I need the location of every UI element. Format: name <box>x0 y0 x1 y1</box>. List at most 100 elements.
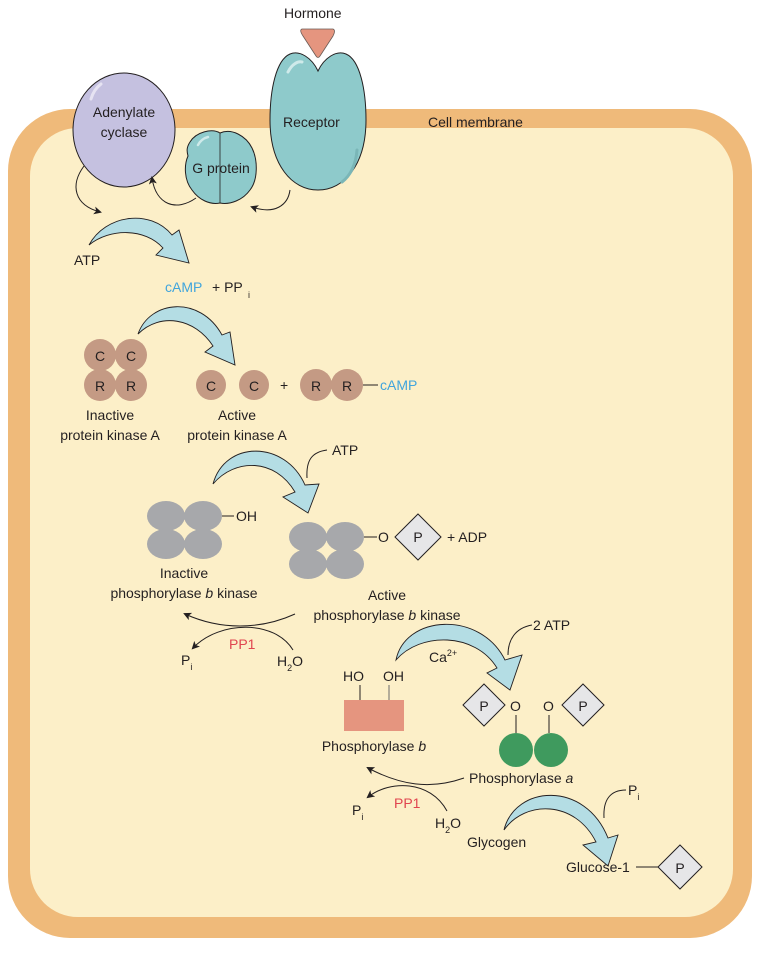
phosphorylase-a-subunit <box>534 733 568 767</box>
kinase-subunit <box>147 501 185 531</box>
kinase-subunit <box>326 549 364 579</box>
calcium-label: Ca2+ <box>429 648 457 665</box>
pka-catalytic-subunit <box>239 370 269 400</box>
r-label: R <box>311 378 321 394</box>
glucose-label: Glucose-1 <box>566 859 630 875</box>
c-label: C <box>126 348 136 364</box>
ppi-subscript: i <box>248 290 250 300</box>
kinase-subunit <box>289 549 327 579</box>
water-label-b: H2O <box>435 815 461 835</box>
kinase-inactivation-arrow <box>183 612 296 627</box>
phosphate-icon <box>561 683 605 727</box>
phosphorylase-inactivation-arrow <box>366 767 465 786</box>
active-kinase-label-line2: phosphorylase b kinase <box>313 607 460 623</box>
kinase-subunit <box>289 522 327 552</box>
water-label-a: H2O <box>277 653 303 673</box>
inactive-pka: C C R R <box>84 339 147 401</box>
pka-activation-arrow <box>137 306 236 366</box>
pka-catalytic-subunit <box>115 339 147 371</box>
pp1-water-arrow-b <box>366 785 448 812</box>
pp1-label-b: PP1 <box>394 795 421 811</box>
pp1-water-arrow-a <box>191 626 294 651</box>
inactive-kinase-label-line2: phosphorylase b kinase <box>110 585 257 601</box>
kinase-subunit <box>184 501 222 531</box>
active-pka: C C <box>196 370 269 400</box>
glycogen-breakdown-arrow <box>503 794 619 867</box>
pka-regulatory-subunit <box>84 369 116 401</box>
active-phosphorylase-b-kinase <box>289 522 377 579</box>
atp-to-camp-arrow <box>88 217 190 264</box>
pp1-label-a: PP1 <box>229 636 256 652</box>
phosphate-icon <box>462 683 506 727</box>
pi-input-curve <box>603 789 627 819</box>
inactive-pka-label-line2: protein kinase A <box>60 427 160 443</box>
bound-camp-label: cAMP <box>380 377 417 393</box>
kinase-subunit <box>326 522 364 552</box>
adenylate-cyclase-icon <box>72 72 176 188</box>
phosphorylase-activation-arrow <box>395 623 523 691</box>
kinase-activation-arrow <box>212 450 320 514</box>
atp-label-2: ATP <box>332 442 358 458</box>
adenylate-cyclase-label-line1: Adenylate <box>93 104 155 120</box>
atp-label-3: 2 ATP <box>533 617 570 633</box>
adenylate-cyclase-label-line2: cyclase <box>101 124 148 140</box>
hormone-icon <box>300 28 335 58</box>
atp-label-1: ATP <box>74 252 100 268</box>
phosphate-icon <box>394 513 442 561</box>
inactive-pka-label-line1: Inactive <box>86 407 134 423</box>
pka-regulatory-subunit <box>300 369 332 401</box>
ppi-label: + PP <box>212 279 243 295</box>
active-pka-label-line2: protein kinase A <box>187 427 287 443</box>
cytoplasm <box>30 128 733 917</box>
glucose-phosphate-label: P <box>675 860 684 876</box>
r-label: R <box>126 378 136 394</box>
kinase-subunit <box>184 529 222 559</box>
c-label: C <box>95 348 105 364</box>
ho-group: HO <box>343 668 364 684</box>
plus-adp: + ADP <box>447 529 487 545</box>
atp-input-curve <box>306 449 328 479</box>
pka-catalytic-subunit <box>84 339 116 371</box>
cell-membrane-label: Cell membrane <box>428 114 523 130</box>
r-label: R <box>95 378 105 394</box>
pi-input-label: Pi <box>628 782 639 802</box>
phosphorylase-a-subunit <box>499 733 533 767</box>
gprotein-to-cyclase-arrow <box>148 176 197 206</box>
atp-input-curve-2 <box>507 624 533 656</box>
active-kinase-label-line1: Active <box>368 587 406 603</box>
hormone-label: Hormone <box>284 5 342 21</box>
hydroxyl-group: OH <box>236 508 257 524</box>
active-pka-label-line1: Active <box>218 407 256 423</box>
g-protein-label: G protein <box>192 160 250 176</box>
receptor-label: Receptor <box>283 114 340 130</box>
oh-group: OH <box>383 668 404 684</box>
r-label: R <box>342 378 352 394</box>
c-label: C <box>249 378 259 394</box>
camp-label: cAMP <box>165 279 202 295</box>
glucose-phosphate-icon <box>657 844 703 890</box>
inactive-kinase-label-line1: Inactive <box>160 565 208 581</box>
phosphorylase-b-icon <box>344 700 404 731</box>
oxygen-label: O <box>510 698 521 714</box>
receptor-to-gprotein-arrow <box>250 189 291 213</box>
pka-regulatory-subunit <box>331 369 363 401</box>
phosphate-label: P <box>413 529 422 545</box>
phosphorylase-b-label: Phosphorylase b <box>322 738 427 754</box>
kinase-subunit <box>147 529 185 559</box>
kinase-oxygen: O <box>378 529 389 545</box>
phosphate-label: P <box>578 698 587 714</box>
glycogen-label: Glycogen <box>467 834 526 850</box>
oxygen-label: O <box>543 698 554 714</box>
pi-label-a: Pi <box>181 652 192 672</box>
plus-sign: + <box>280 377 288 393</box>
phosphate-label: P <box>479 698 488 714</box>
inactive-phosphorylase-b-kinase <box>147 501 234 559</box>
phosphorylase-a-label: Phosphorylase a <box>469 770 574 786</box>
g-protein-icon <box>184 130 257 204</box>
pka-regulatory-subunit <box>115 369 147 401</box>
regulatory-camp-complex: R R <box>300 369 378 401</box>
pka-catalytic-subunit <box>196 370 226 400</box>
c-label: C <box>206 378 216 394</box>
cyclase-to-atp-arrow <box>75 165 102 215</box>
